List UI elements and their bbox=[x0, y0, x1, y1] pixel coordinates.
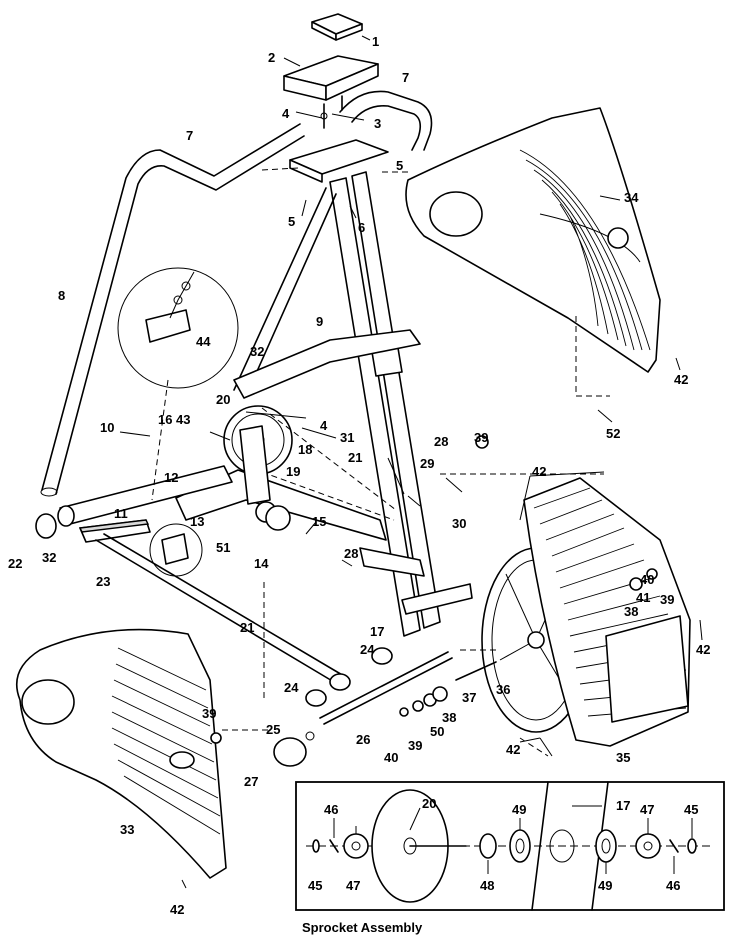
callout-39-bottom: 39 bbox=[408, 738, 422, 753]
callout-41: 41 bbox=[636, 590, 650, 605]
inset-callout-49-right: 49 bbox=[598, 878, 612, 893]
drive-chain-part bbox=[261, 407, 397, 521]
callout-2: 2 bbox=[268, 50, 275, 65]
chain-detail-inset bbox=[117, 267, 239, 389]
seat-cushion-part bbox=[311, 13, 363, 41]
front-stabilizer-part bbox=[35, 465, 233, 539]
callout-19: 19 bbox=[286, 464, 300, 479]
callout-26: 26 bbox=[356, 732, 370, 747]
callout-40-bottom: 40 bbox=[384, 750, 398, 765]
callout-13: 13 bbox=[190, 514, 204, 529]
left-handlebar-part bbox=[40, 123, 305, 497]
callout-3: 3 bbox=[374, 116, 381, 131]
flywheel-cover-part bbox=[523, 477, 691, 747]
callout-42-flywheel-bottom: 42 bbox=[506, 742, 520, 757]
inset-callout-47-right: 47 bbox=[640, 802, 654, 817]
callout-28-mid: 28 bbox=[344, 546, 358, 561]
frame-part bbox=[175, 171, 473, 637]
callout-20: 20 bbox=[216, 392, 230, 407]
callout-10: 10 bbox=[100, 420, 114, 435]
callout-39-top: 39 bbox=[474, 430, 488, 445]
callout-7-right: 7 bbox=[402, 70, 409, 85]
callout-25: 25 bbox=[266, 722, 280, 737]
callout-40-right: 40 bbox=[640, 572, 654, 587]
callout-38-bottom: 38 bbox=[442, 710, 456, 725]
callout-24-bottom: 24 bbox=[284, 680, 299, 695]
callout-17: 17 bbox=[370, 624, 384, 639]
callout-39-left: 39 bbox=[202, 706, 216, 721]
rear-stabilizer-part bbox=[78, 519, 351, 691]
callout-33: 33 bbox=[120, 822, 134, 837]
callout-44: 44 bbox=[196, 334, 211, 349]
inset-callout-49-left: 49 bbox=[512, 802, 526, 817]
callout-31: 31 bbox=[340, 430, 354, 445]
inset-caption: Sprocket Assembly bbox=[302, 920, 423, 935]
inset-callout-45-right: 45 bbox=[684, 802, 698, 817]
seat-base-part bbox=[283, 55, 379, 101]
seat-bolts bbox=[320, 95, 343, 129]
callout-42-flywheel-side: 42 bbox=[696, 642, 710, 657]
callout-21-top: 21 bbox=[348, 450, 362, 465]
callout-6: 6 bbox=[358, 220, 365, 235]
sprocket-assembly-inset: 46 45 47 20 48 49 17 49 47 46 45 bbox=[295, 781, 725, 911]
callout-27: 27 bbox=[244, 774, 258, 789]
callout-38-right: 38 bbox=[624, 604, 638, 619]
callout-5-right: 5 bbox=[396, 158, 403, 173]
inset-callout-45-left: 45 bbox=[308, 878, 322, 893]
inset-callout-17: 17 bbox=[616, 798, 630, 813]
callout-42-rear-guard: 42 bbox=[674, 372, 688, 387]
callout-8: 8 bbox=[58, 288, 65, 303]
inset-callout-20: 20 bbox=[422, 796, 436, 811]
callout-18: 18 bbox=[298, 442, 312, 457]
inset-callout-46-left: 46 bbox=[324, 802, 338, 817]
callout-14: 14 bbox=[254, 556, 269, 571]
callout-15: 15 bbox=[312, 514, 326, 529]
callout-24-top: 24 bbox=[360, 642, 375, 657]
callout-51: 51 bbox=[216, 540, 230, 555]
callout-42-front-guard: 42 bbox=[170, 902, 184, 917]
callout-leaders bbox=[119, 35, 703, 889]
rear-chain-guard-part bbox=[405, 107, 661, 373]
callout-7-left: 7 bbox=[186, 128, 193, 143]
callout-32-top: 32 bbox=[250, 344, 264, 359]
callout-4-mid: 4 bbox=[320, 418, 328, 433]
pedal-detail-inset bbox=[149, 523, 203, 577]
callout-34: 34 bbox=[624, 190, 639, 205]
front-chain-guard-part bbox=[16, 628, 227, 879]
callout-28-right: 28 bbox=[434, 434, 448, 449]
callout-37: 37 bbox=[462, 690, 476, 705]
callout-9: 9 bbox=[316, 314, 323, 329]
callout-23: 23 bbox=[96, 574, 110, 589]
inset-callout-47-left: 47 bbox=[346, 878, 360, 893]
seat-post-bracket bbox=[289, 139, 389, 183]
callout-11: 11 bbox=[114, 506, 128, 521]
callout-16: 16 bbox=[158, 412, 172, 427]
callout-1: 1 bbox=[372, 34, 379, 49]
callout-5-left: 5 bbox=[288, 214, 295, 229]
callout-22: 22 bbox=[8, 556, 22, 571]
callout-43: 43 bbox=[176, 412, 190, 427]
callout-32-bottom: 32 bbox=[42, 550, 56, 565]
callout-36: 36 bbox=[496, 682, 510, 697]
callout-39-right: 39 bbox=[660, 592, 674, 607]
right-handlebar-part bbox=[339, 90, 433, 151]
bearing-washers bbox=[210, 435, 658, 744]
callout-labels: 1 2 3 4 7 7 5 5 6 34 8 9 44 32 42 20 16 … bbox=[8, 34, 710, 917]
callout-12: 12 bbox=[164, 470, 178, 485]
callout-30: 30 bbox=[452, 516, 466, 531]
callout-29: 29 bbox=[420, 456, 434, 471]
rear-axle-parts bbox=[273, 647, 497, 767]
callout-21-bottom: 21 bbox=[240, 620, 254, 635]
inset-callout-46-right: 46 bbox=[666, 878, 680, 893]
callout-35: 35 bbox=[616, 750, 630, 765]
callout-52: 52 bbox=[606, 426, 620, 441]
assembly-guide-lines bbox=[151, 167, 610, 757]
callout-4-top: 4 bbox=[282, 106, 290, 121]
callout-42-flywheel-top: 42 bbox=[532, 464, 546, 479]
crank-arm-part bbox=[239, 425, 291, 531]
callout-50: 50 bbox=[430, 724, 444, 739]
inset-callout-48: 48 bbox=[480, 878, 494, 893]
